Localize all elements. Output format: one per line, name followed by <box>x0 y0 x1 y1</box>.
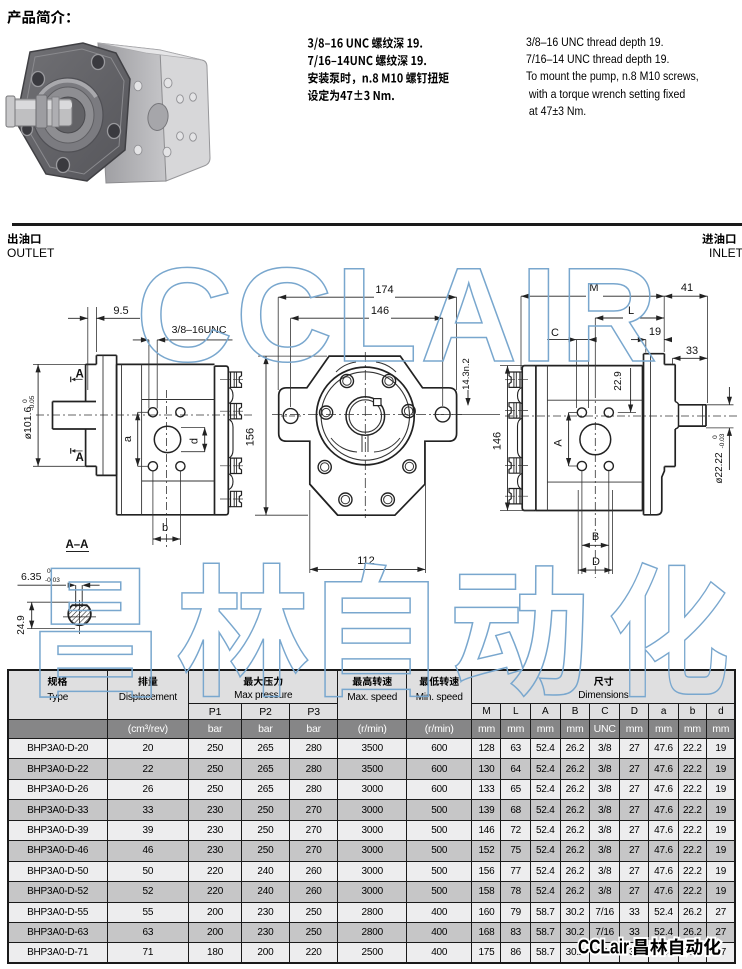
svg-text:6.35: 6.35 <box>21 571 42 583</box>
svg-text:-0.03: -0.03 <box>45 577 60 584</box>
svg-text:d: d <box>189 438 201 444</box>
svg-text:19: 19 <box>649 326 661 338</box>
svg-text:41: 41 <box>681 282 693 294</box>
svg-text:174: 174 <box>375 284 393 296</box>
svg-text:a: a <box>122 435 134 442</box>
svg-text:112: 112 <box>357 555 375 567</box>
svg-text:146: 146 <box>371 305 389 317</box>
svg-text:0: 0 <box>712 435 719 439</box>
svg-text:14.3n.2: 14.3n.2 <box>461 358 472 390</box>
svg-text:0: 0 <box>47 568 51 575</box>
svg-text:ø101.6: ø101.6 <box>22 407 34 440</box>
svg-text:CCLAIR: CCLAIR <box>136 241 660 390</box>
svg-text:ø22.22: ø22.22 <box>714 452 725 484</box>
svg-text:-0.03: -0.03 <box>719 433 726 448</box>
svg-text:M: M <box>589 282 598 294</box>
svg-text:156: 156 <box>245 428 257 446</box>
svg-text:A: A <box>75 452 83 464</box>
svg-text:B: B <box>592 531 599 543</box>
svg-text:24.9: 24.9 <box>16 615 27 635</box>
svg-text:b: b <box>162 522 168 534</box>
svg-text:C: C <box>551 327 559 339</box>
svg-text:22.9: 22.9 <box>613 371 624 391</box>
svg-text:L: L <box>628 305 634 317</box>
svg-text:9.5: 9.5 <box>113 305 128 317</box>
svg-text:A: A <box>553 439 565 447</box>
svg-text:0: 0 <box>22 399 29 403</box>
svg-text:A: A <box>75 369 83 381</box>
svg-text:146: 146 <box>492 432 504 450</box>
svg-text:33: 33 <box>686 345 698 357</box>
svg-text:-0.05: -0.05 <box>29 395 36 410</box>
svg-text:A–A: A–A <box>65 539 88 551</box>
svg-text:D: D <box>592 556 600 568</box>
svg-text:3/8–16UNC: 3/8–16UNC <box>172 324 227 336</box>
